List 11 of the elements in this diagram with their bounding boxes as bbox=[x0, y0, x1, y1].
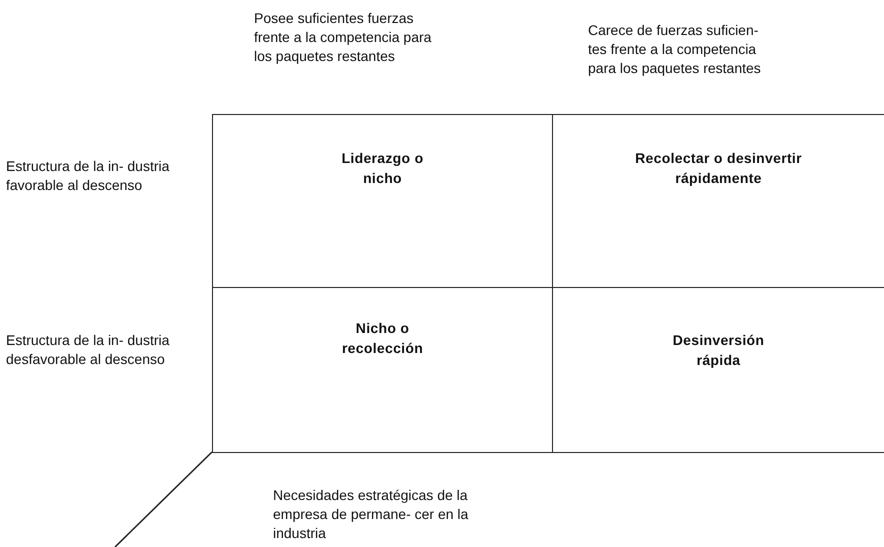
row-header: Estructura de la in- dustria desfavorable al descenso bbox=[6, 331, 170, 369]
column-header: Posee suficientes fuerzas frente a la competencia para los paquetes restantes bbox=[254, 9, 432, 66]
matrix-cell bbox=[212, 287, 553, 453]
strategy-text: Desinversión rápida bbox=[672, 331, 766, 370]
row-header: Estructura de la in- dustria favorable al descenso bbox=[6, 157, 170, 195]
column-header: Carece de fuerzas suficien- tes frente a la competencia para los paquetes restantes bbox=[588, 21, 762, 78]
strategy-text: Nicho o recolección bbox=[340, 319, 424, 358]
axis-note: Necesidades estratégicas de la empresa de permane- cer en la industria bbox=[273, 486, 470, 543]
strategy-text: Liderazgo o nicho bbox=[340, 149, 424, 188]
strategy-text: Recolectar o desinvertir rápidamente bbox=[634, 149, 803, 188]
matrix-cell bbox=[212, 114, 553, 288]
